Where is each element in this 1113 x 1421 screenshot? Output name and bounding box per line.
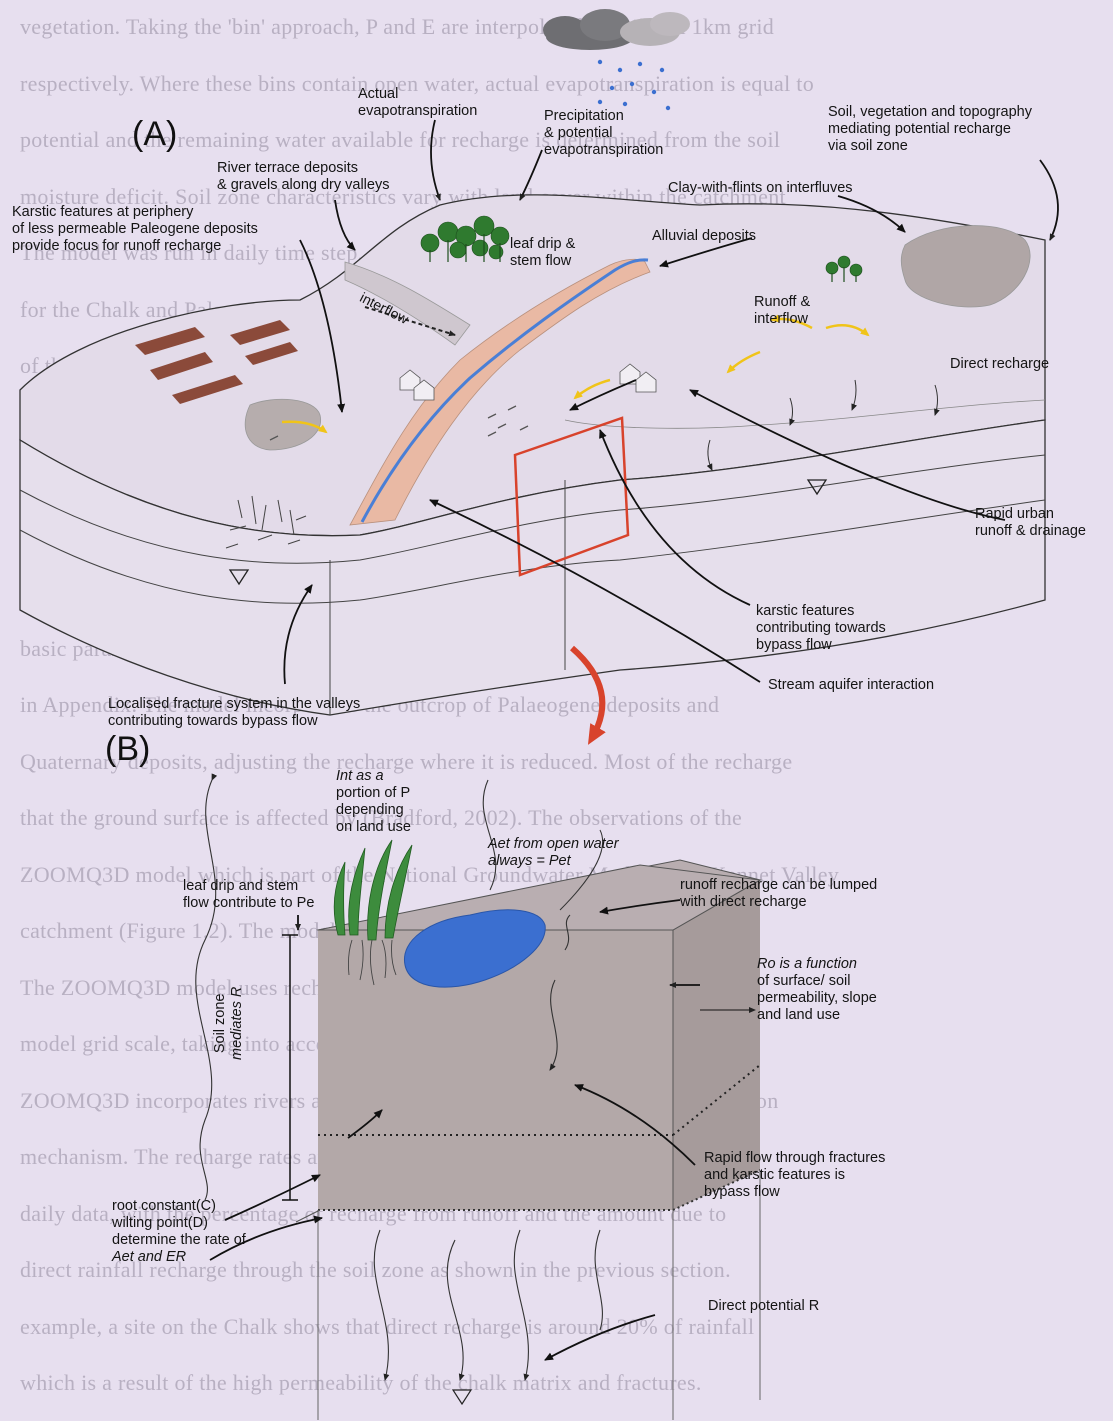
label-localised-fracture: Localised fracture system in the valleys… — [108, 696, 360, 730]
panel-a-title: (A) — [132, 115, 177, 154]
panel-b-title: (B) — [105, 730, 150, 769]
label-alluvial: Alluvial deposits — [652, 228, 756, 245]
rain-cloud — [543, 9, 690, 110]
label-direct-potential: Direct potential R — [708, 1298, 819, 1315]
soil-zone-bracket — [282, 935, 298, 1200]
label-clay-with-flints: Clay-with-flints on interfluves — [668, 180, 853, 197]
landscape-block — [20, 195, 1045, 715]
label-river-terrace: River terrace deposits& gravels along dr… — [217, 160, 389, 194]
label-leaf-drip: leaf drip &stem flow — [510, 236, 575, 270]
label-direct-recharge: Direct recharge — [950, 356, 1049, 373]
label-stream-aquifer: Stream aquifer interaction — [768, 677, 934, 694]
label-root-constant: root constant(C)wilting point(D)determin… — [112, 1198, 246, 1266]
label-runoff-interflow: Runoff &interflow — [754, 294, 810, 328]
